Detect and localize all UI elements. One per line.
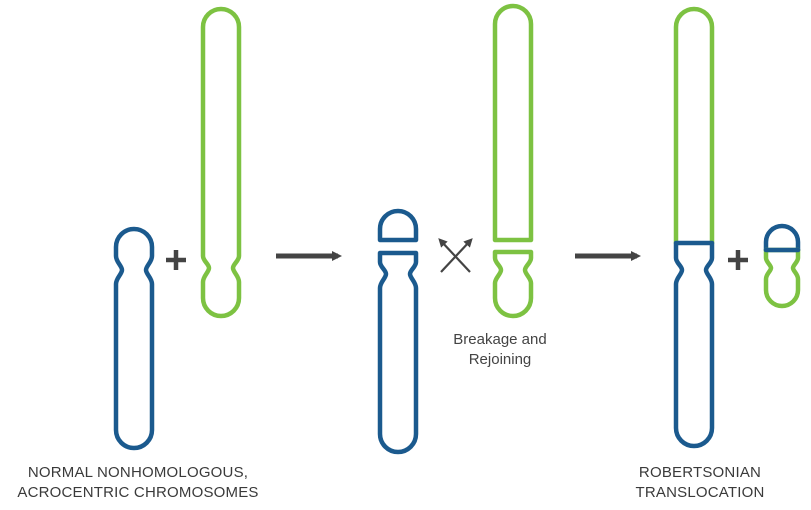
caption-breakage-rejoining: Breakage and Rejoining: [415, 330, 585, 370]
caption-robertsonian-translocation: ROBERTSONIAN TRANSLOCATION: [600, 463, 800, 503]
green-chromosome-normal: [200, 6, 242, 319]
blue-fragment-short-arm: [377, 208, 419, 243]
plus-icon: [728, 250, 748, 270]
plus-icon: [166, 250, 186, 270]
caption-line: NORMAL NONHOMOLOGOUS,: [27, 464, 249, 481]
caption-line: Breakage and: [453, 331, 547, 348]
crossed-arrows-icon: [438, 238, 473, 273]
green-segment-translocated: [673, 6, 715, 246]
caption-line: Rejoining: [468, 351, 532, 368]
small-chromosome-blue-part: [763, 223, 801, 253]
green-fragment-long-arm: [492, 3, 534, 243]
blue-chromosome-normal: [113, 226, 155, 451]
green-fragment-short-arm: [492, 249, 534, 319]
caption-line: ROBERTSONIAN: [638, 464, 762, 481]
blue-segment-translocated: [673, 240, 715, 449]
small-chromosome-green-part: [763, 247, 801, 309]
blue-fragment-long-arm: [377, 250, 419, 455]
caption-normal-chromosomes: NORMAL NONHOMOLOGOUS, ACROCENTRIC CHROMO…: [0, 463, 276, 503]
caption-line: TRANSLOCATION: [635, 484, 765, 501]
caption-line: ACROCENTRIC CHROMOSOMES: [17, 484, 259, 501]
